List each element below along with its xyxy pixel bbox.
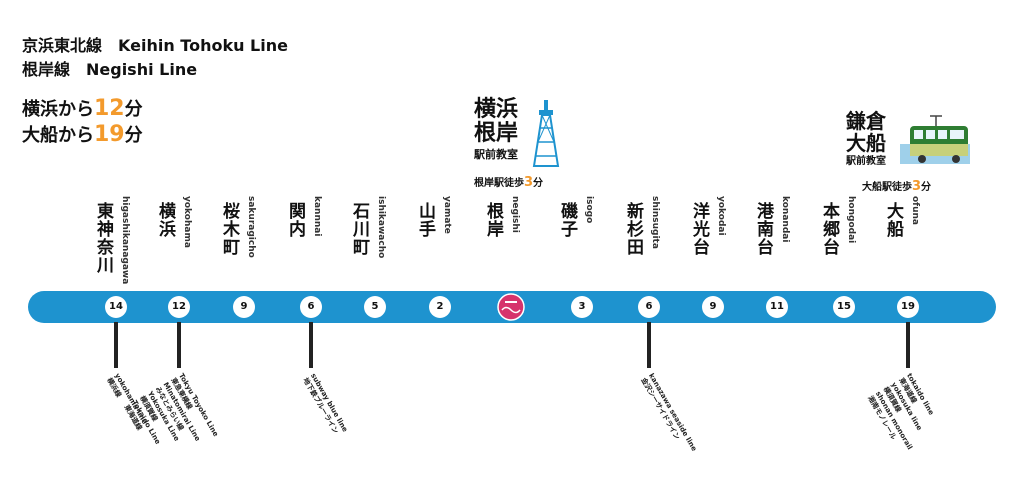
transfer-lines-ofuna: tokaido line 東海道線 yokosuka line 横須賀線 sho… (866, 372, 936, 452)
station-name: 東神奈川 (93, 202, 113, 274)
station-name: 磯子 (557, 202, 577, 238)
station-name: 洋光台 (689, 202, 709, 256)
station-hongodai[interactable]: 本郷台 hongodai (814, 196, 874, 280)
line-name-negishi: 根岸線 Negishi Line (22, 60, 198, 79)
line-name-keihin-tohoku: 京浜東北線 Keihin Tohoku Line (22, 36, 288, 55)
transfer-lines-yokohama: Tokyu Toyoko Line 東急東横線 Minatomirai Line… (122, 372, 220, 446)
station-minutes-badge: 14 (105, 296, 127, 318)
station-romaji: isogo (584, 196, 594, 224)
station-romaji: hongodai (846, 196, 856, 244)
school-location-marker-icon (497, 293, 525, 321)
school-title-2: 大船 (846, 131, 886, 155)
transfer-connector (906, 322, 910, 368)
station-minutes-badge: 12 (168, 296, 190, 318)
station-minutes-badge: 6 (300, 296, 322, 318)
school-title-1: 横浜 (474, 97, 519, 122)
time-from-ofuna: 大船から19分 (22, 122, 143, 149)
station-sakuragicho[interactable]: 桜木町 sakuragicho (214, 196, 274, 280)
station-isogo[interactable]: 磯子 isogo (552, 196, 612, 280)
enoden-train-icon (900, 115, 970, 164)
access-unit: 分 (533, 178, 544, 189)
station-name: 根岸 (483, 202, 503, 238)
transfer-connector (647, 322, 651, 368)
school-subtitle: 駅前教室 (474, 148, 518, 161)
station-romaji: kannnai (312, 196, 322, 237)
access-unit: 分 (921, 182, 932, 193)
station-romaji: konandai (780, 196, 790, 243)
school-title-1: 鎌倉 (846, 109, 886, 133)
time-from-label: 横浜から (22, 99, 94, 120)
station-romaji: shinsugita (650, 196, 660, 249)
transfer-connector (177, 322, 181, 368)
station-minutes-badge: 2 (429, 296, 451, 318)
transfer-lines-kannai: subway blue line 地下鉄ブルーライン (301, 372, 350, 436)
station-name: 本郷台 (819, 202, 839, 256)
access-label: 根岸駅徒歩 (474, 178, 524, 189)
station-minutes-badge: 15 (833, 296, 855, 318)
station-yamate[interactable]: 山手 yamate (410, 196, 470, 280)
station-romaji: yokohama (182, 196, 192, 248)
station-name: 関内 (285, 202, 305, 238)
station-name: 港南台 (753, 202, 773, 256)
transfer-connector (309, 322, 313, 368)
station-minutes-badge: 9 (233, 296, 255, 318)
station-yokodai[interactable]: 洋光台 yokodai (684, 196, 744, 280)
school-title-2: 根岸 (474, 121, 519, 146)
school-access: 大船駅徒歩3分 (862, 178, 931, 194)
time-minutes: 19 (94, 122, 125, 147)
station-romaji: yokodai (716, 196, 726, 236)
school-subtitle: 駅前教室 (846, 156, 886, 167)
transfer-connector (114, 322, 118, 368)
station-minutes-badge: 11 (766, 296, 788, 318)
access-minutes: 3 (524, 175, 534, 190)
station-minutes-badge: 3 (571, 296, 593, 318)
station-romaji: ishikawacho (376, 196, 386, 259)
marine-tower-icon (532, 100, 560, 167)
station-romaji: yamate (442, 196, 452, 234)
time-unit: 分 (124, 125, 143, 146)
station-romaji: ofuna (910, 196, 920, 225)
time-from-label: 大船から (22, 125, 94, 146)
time-unit: 分 (124, 99, 143, 120)
station-minutes-badge: 5 (364, 296, 386, 318)
station-minutes-badge: 6 (638, 296, 660, 318)
transfer-lines-shinsugita: kanazawa seaside line 金沢シーサイドライン (639, 372, 699, 453)
station-name: 山手 (415, 202, 435, 238)
station-minutes-badge: 19 (897, 296, 919, 318)
school-logo-yokohama-negishi: 横浜 根岸 駅前教室 根岸駅徒歩3分 (472, 98, 572, 190)
station-ofuna[interactable]: 大船 ofuna (878, 196, 938, 280)
station-konandai[interactable]: 港南台 konandai (748, 196, 808, 280)
station-ishikawacho[interactable]: 石川町 ishikawacho (344, 196, 404, 280)
station-higashikanagawa[interactable]: 東神奈川 higashikanagawa (88, 196, 148, 284)
access-minutes: 3 (912, 179, 922, 194)
time-minutes: 12 (94, 96, 125, 121)
time-from-yokohama: 横浜から12分 (22, 96, 143, 123)
access-label: 大船駅徒歩 (862, 182, 912, 193)
station-shinsugita[interactable]: 新杉田 shinsugita (618, 196, 678, 280)
station-romaji: negishi (510, 196, 520, 233)
school-access: 根岸駅徒歩3分 (474, 174, 543, 190)
school-logo-kamakura-ofuna: 鎌倉 大船 駅前教室 大船駅徒歩3分 (842, 110, 982, 194)
station-yokohama[interactable]: 横浜 yokohama (150, 196, 210, 280)
station-name: 横浜 (155, 202, 175, 238)
station-name: 石川町 (349, 202, 369, 256)
station-romaji: sakuragicho (246, 196, 256, 258)
station-name: 桜木町 (219, 202, 239, 256)
station-name: 新杉田 (623, 202, 643, 256)
station-name: 大船 (883, 202, 903, 238)
station-minutes-badge: 9 (702, 296, 724, 318)
station-romaji: higashikanagawa (120, 196, 130, 285)
station-kannai[interactable]: 関内 kannnai (280, 196, 340, 280)
station-negishi[interactable]: 根岸 negishi (478, 196, 538, 280)
